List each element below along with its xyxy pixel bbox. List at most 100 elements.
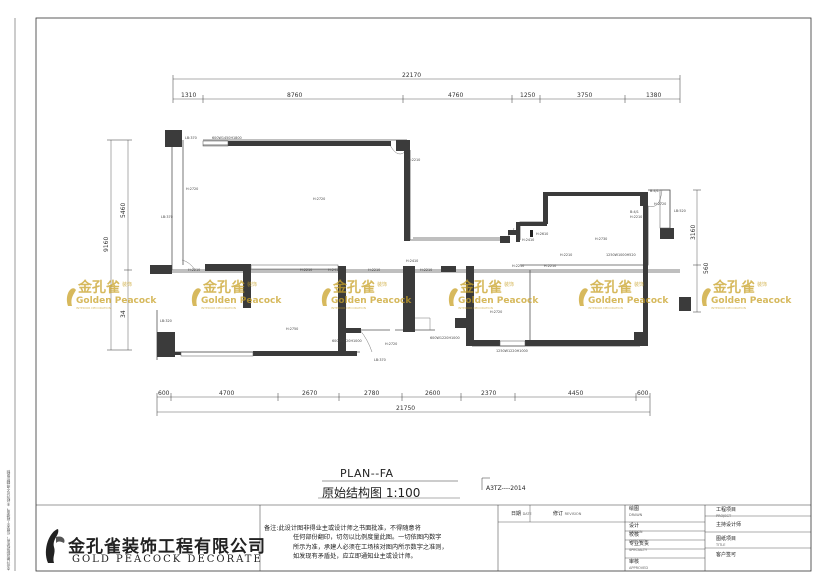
svg-text:H:2210: H:2210 [408, 158, 420, 162]
svg-text:600W1220H1000: 600W1220H1000 [430, 336, 460, 340]
dim-top-seg: 1250 [520, 92, 535, 99]
dim-bottom-seg: 2780 [364, 390, 379, 397]
remarks: 备注:此设计图非得业主或设计师之书面批准，不得随意将 任何部份翻印，切勿以比例度… [264, 524, 496, 562]
windows [180, 140, 671, 357]
dim-top-seg: 3750 [577, 92, 592, 99]
svg-text:H:2210: H:2210 [188, 268, 200, 272]
client-approval-label: 客户签可 [716, 552, 737, 558]
dim-bottom-seg: 600 [158, 390, 170, 397]
svg-text:H:2730: H:2730 [595, 237, 607, 241]
watermark: 金孔雀 装饰 Golden Peacock INTERIOR DECORATIO… [66, 279, 157, 310]
svg-text:B:4/1: B:4/1 [650, 189, 659, 193]
svg-text:金孔雀: 金孔雀 [589, 279, 632, 296]
date-label: 日期 DATE [511, 511, 532, 517]
svg-text:H:2410: H:2410 [328, 268, 340, 272]
company-name-cn: 金孔雀装饰工程有限公司 [68, 537, 266, 557]
dim-right-lower: 560 [703, 262, 710, 274]
svg-text:H:2210: H:2210 [544, 264, 556, 268]
svg-text:LB:370: LB:370 [161, 215, 173, 219]
svg-text:H:2410: H:2410 [406, 259, 418, 263]
svg-text:H:2210: H:2210 [368, 268, 380, 272]
dim-bottom-seg: 600 [637, 390, 649, 397]
svg-text:Golden Peacock: Golden Peacock [201, 296, 282, 306]
dim-bottom-seg: 2670 [302, 390, 317, 397]
svg-text:INTERIOR DECORATION: INTERIOR DECORATION [331, 306, 366, 310]
remark-line: 如发现有矛盾处，应立即通知业主或设计师。 [293, 553, 417, 561]
dim-left-upper: 5460 [120, 203, 127, 218]
svg-text:Golden Peacock: Golden Peacock [331, 296, 412, 306]
svg-text:H:2720: H:2720 [490, 310, 502, 314]
svg-text:INTERIOR DECORATION: INTERIOR DECORATION [588, 306, 623, 310]
dim-top-total: 22170 [402, 72, 421, 79]
svg-text:Golden Peacock: Golden Peacock [588, 296, 669, 306]
svg-text:INTERIOR DECORATION: INTERIOR DECORATION [76, 306, 111, 310]
peacock-icon [191, 288, 201, 306]
svg-text:装饰: 装饰 [122, 281, 132, 288]
svg-text:B:4/1: B:4/1 [630, 210, 639, 214]
svg-text:1250W1000H520: 1250W1000H520 [606, 253, 636, 257]
dim-top-seg: 1380 [646, 92, 661, 99]
sheet-code: A3TZ----2014 [486, 485, 526, 492]
watermark: 金孔雀 装饰 Golden Peacock INTERIOR DECORATIO… [701, 279, 792, 310]
svg-text:LB:520: LB:520 [674, 209, 686, 213]
peacock-icon [701, 288, 711, 306]
svg-text:金孔雀: 金孔雀 [459, 279, 502, 296]
svg-text:金孔雀: 金孔雀 [77, 279, 120, 296]
dim-bottom-seg: 2370 [481, 390, 496, 397]
watermark: 金孔雀 装饰 Golden Peacock INTERIOR DECORATIO… [448, 279, 539, 310]
remark-line: 备注:此设计图非得业主或设计师之书面批准，不得随意将 [264, 525, 421, 532]
svg-text:INTERIOR DECORATION: INTERIOR DECORATION [201, 306, 236, 310]
svg-text:装饰: 装饰 [377, 281, 387, 288]
svg-text:H:2210: H:2210 [420, 268, 432, 272]
peacock-icon [448, 288, 458, 306]
plan-title: PLAN--FA [340, 467, 394, 480]
plan-subtitle: 原始结构图 1:100 [322, 486, 421, 500]
svg-text:H:2720: H:2720 [186, 187, 198, 191]
svg-text:Golden Peacock: Golden Peacock [711, 296, 792, 306]
revision-label: 修订 REVISION [553, 511, 582, 517]
remark-line: 所示为准，承建人必须在工场核对图内所示数字之准则， [293, 543, 448, 551]
remark-line: 任何部份翻印，切勿以比例度量此图。一切依图内数字 [293, 534, 442, 542]
svg-text:H:2720: H:2720 [385, 342, 397, 346]
svg-text:Golden Peacock: Golden Peacock [458, 296, 539, 306]
svg-text:LB:370: LB:370 [374, 358, 386, 362]
svg-text:H:2210: H:2210 [300, 268, 312, 272]
svg-text:金孔雀: 金孔雀 [202, 279, 245, 296]
svg-text:H:2410: H:2410 [522, 238, 534, 242]
svg-text:H:2750: H:2750 [286, 327, 298, 331]
dim-bottom-seg: 2600 [425, 390, 440, 397]
sheet-code-bracket [481, 477, 490, 490]
svg-text:装饰: 装饰 [247, 281, 257, 288]
watermark: 金孔雀 装饰 Golden Peacock INTERIOR DECORATIO… [578, 279, 669, 310]
svg-text:H:2210: H:2210 [630, 215, 642, 219]
peacock-icon [321, 288, 331, 306]
company-name-en: GOLD PEACOCK DECORATE [72, 554, 263, 565]
svg-text:装饰: 装饰 [757, 281, 767, 288]
watermark: 金孔雀 装饰 Golden Peacock INTERIOR DECORATIO… [321, 279, 412, 310]
svg-text:Golden Peacock: Golden Peacock [76, 296, 157, 306]
svg-text:INTERIOR DECORATION: INTERIOR DECORATION [711, 306, 746, 310]
svg-text:装饰: 装饰 [634, 281, 644, 288]
svg-text:LB:320: LB:320 [160, 319, 172, 323]
peacock-icon [578, 288, 588, 306]
svg-text:金孔雀: 金孔雀 [712, 279, 755, 296]
structural-walls [150, 130, 691, 357]
svg-text:H:2210: H:2210 [512, 264, 524, 268]
sheet-border [35, 17, 812, 572]
svg-text:H:2720: H:2720 [654, 202, 666, 206]
dim-bottom-total: 21750 [396, 405, 415, 412]
peacock-icon [66, 288, 76, 306]
dim-bottom-seg: 4700 [219, 390, 234, 397]
watermark: 金孔雀 装饰 Golden Peacock INTERIOR DECORATIO… [191, 279, 282, 310]
